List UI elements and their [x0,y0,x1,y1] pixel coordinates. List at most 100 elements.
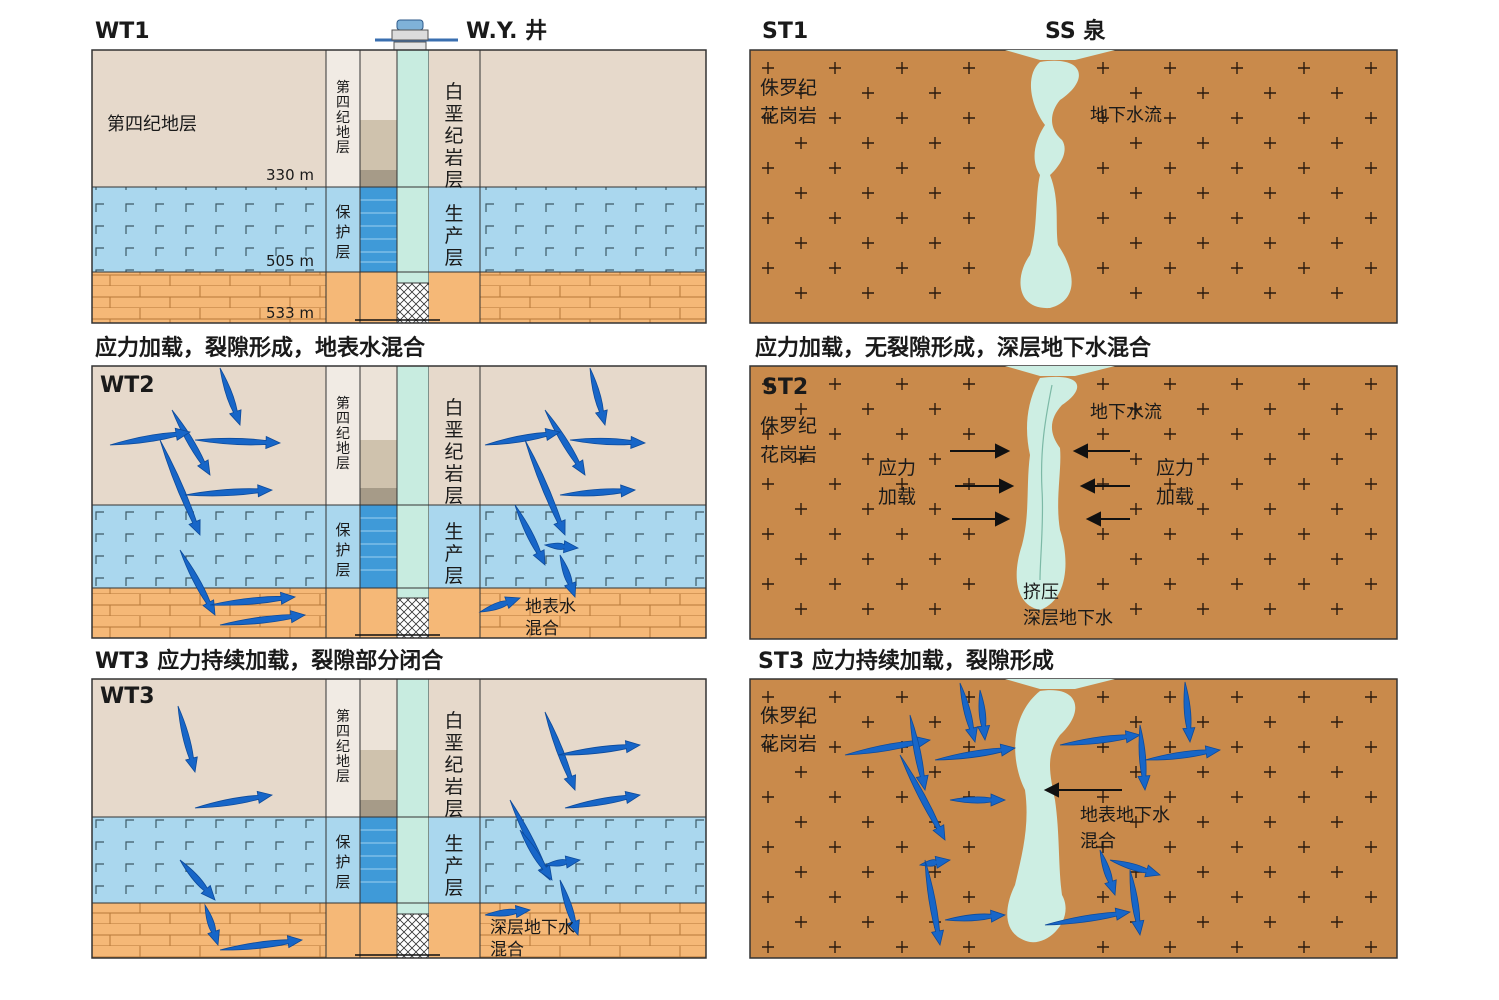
plus-mark [762,691,774,703]
plus-mark [1298,791,1310,803]
fracture-arrow [543,540,580,554]
panel-wt2 [91,365,707,639]
fracture-arrow [478,596,521,613]
plus-mark [1164,428,1176,440]
col-cretaceous-label-p2-3: 纪 [444,441,463,463]
plus-mark [1264,603,1276,615]
plus-mark [829,578,841,590]
plus-mark [1264,453,1276,465]
plus-mark [1231,378,1243,390]
plus-mark [929,453,941,465]
plus-mark [1298,941,1310,953]
row3-right-title: ST3 应力持续加载，裂隙形成 [758,648,1054,674]
panel-st2 [749,365,1398,640]
fracture-arrow [959,682,978,743]
fracture-arrow [569,435,647,450]
fracture-arrow [909,714,929,791]
col-protect-label-p1-1: 保 [335,203,350,221]
plus-mark [929,553,941,565]
plus-mark [1298,62,1310,74]
plus-mark [963,428,975,440]
plus-mark [1197,603,1209,615]
fracture-arrow [109,427,192,446]
plus-mark [862,553,874,565]
st2-stress-right-2: 加载 [1156,486,1194,508]
plus-mark [1097,262,1109,274]
st2-squeeze-1: 挤压 [1023,582,1059,603]
plus-mark [1331,553,1343,565]
fracture-arrow [1182,681,1196,744]
col-cretaceous-label-p3-3: 纪 [444,754,463,776]
plus-mark [1365,578,1377,590]
plus-mark [1298,162,1310,174]
plus-mark [1164,62,1176,74]
col-quaternary-label-p2-3: 纪 [336,426,350,442]
groundwater-flow-st3 [1007,690,1076,943]
plus-mark [1197,716,1209,728]
plus-mark [1331,816,1343,828]
plus-mark [829,262,841,274]
plus-mark [1130,553,1142,565]
panel-st3 [749,678,1398,959]
col-protect-label-p2-1: 保 [335,521,350,539]
plus-mark [896,478,908,490]
plus-mark [1097,578,1109,590]
plus-mark [1130,453,1142,465]
col-quaternary-label-p1-3: 纪 [336,110,350,126]
plus-mark [1365,791,1377,803]
plus-mark [862,916,874,928]
wt3-mix-2: 混合 [490,940,524,960]
plus-mark [929,403,941,415]
plus-mark [795,916,807,928]
plus-mark [963,378,975,390]
plus-mark [1298,578,1310,590]
plus-mark [829,841,841,853]
granite-plus-marks [762,62,1377,953]
st2-stress-left-2: 加载 [878,486,916,508]
col-protect-label-p2-2: 护 [335,541,350,559]
depth-533: 533 m [266,304,314,322]
plus-mark [1164,528,1176,540]
plus-mark [1164,112,1176,124]
fracture-arrow [514,504,546,566]
plus-mark [1130,816,1142,828]
plus-mark [762,262,774,274]
plus-mark [1197,766,1209,778]
plus-mark [1164,378,1176,390]
plus-mark [762,212,774,224]
plus-mark [1264,816,1276,828]
plus-mark [1164,791,1176,803]
plus-mark [1331,766,1343,778]
col-quaternary-label-p1-2: 四 [336,95,350,111]
st1-flow-label: 地下水流 [1090,105,1162,126]
fracture-flows [109,367,1222,951]
plus-mark [1331,603,1343,615]
plus-mark [762,428,774,440]
plus-mark [762,941,774,953]
wt2-mix-1: 地表水 [525,597,576,617]
plus-mark [1264,766,1276,778]
plus-mark [1197,137,1209,149]
panel-wt1 [91,49,707,324]
plus-mark [1331,916,1343,928]
plus-mark [1264,287,1276,299]
row2-right-title: 应力加载，无裂隙形成，深层地下水混合 [755,335,1152,361]
plus-mark [762,841,774,853]
spring-funnel-st1 [1005,50,1115,60]
fracture-arrow [484,427,562,446]
fracture-arrow [949,793,1007,807]
plus-mark [1331,503,1343,515]
plus-mark [896,528,908,540]
col-production-label-p3-2: 产 [444,855,463,877]
plus-mark [1164,891,1176,903]
plus-mark [829,891,841,903]
mixing-arrow-st3 [1043,782,1122,798]
col-cretaceous-label-p3-1: 白 [444,710,463,732]
plus-mark [1298,528,1310,540]
plus-mark [1231,791,1243,803]
plus-mark [896,212,908,224]
plus-mark [1197,866,1209,878]
panel-st1 [749,49,1398,324]
col-cretaceous-label-p3-4: 岩 [444,776,463,798]
col-cretaceous-label-p1-3: 纪 [444,125,463,147]
